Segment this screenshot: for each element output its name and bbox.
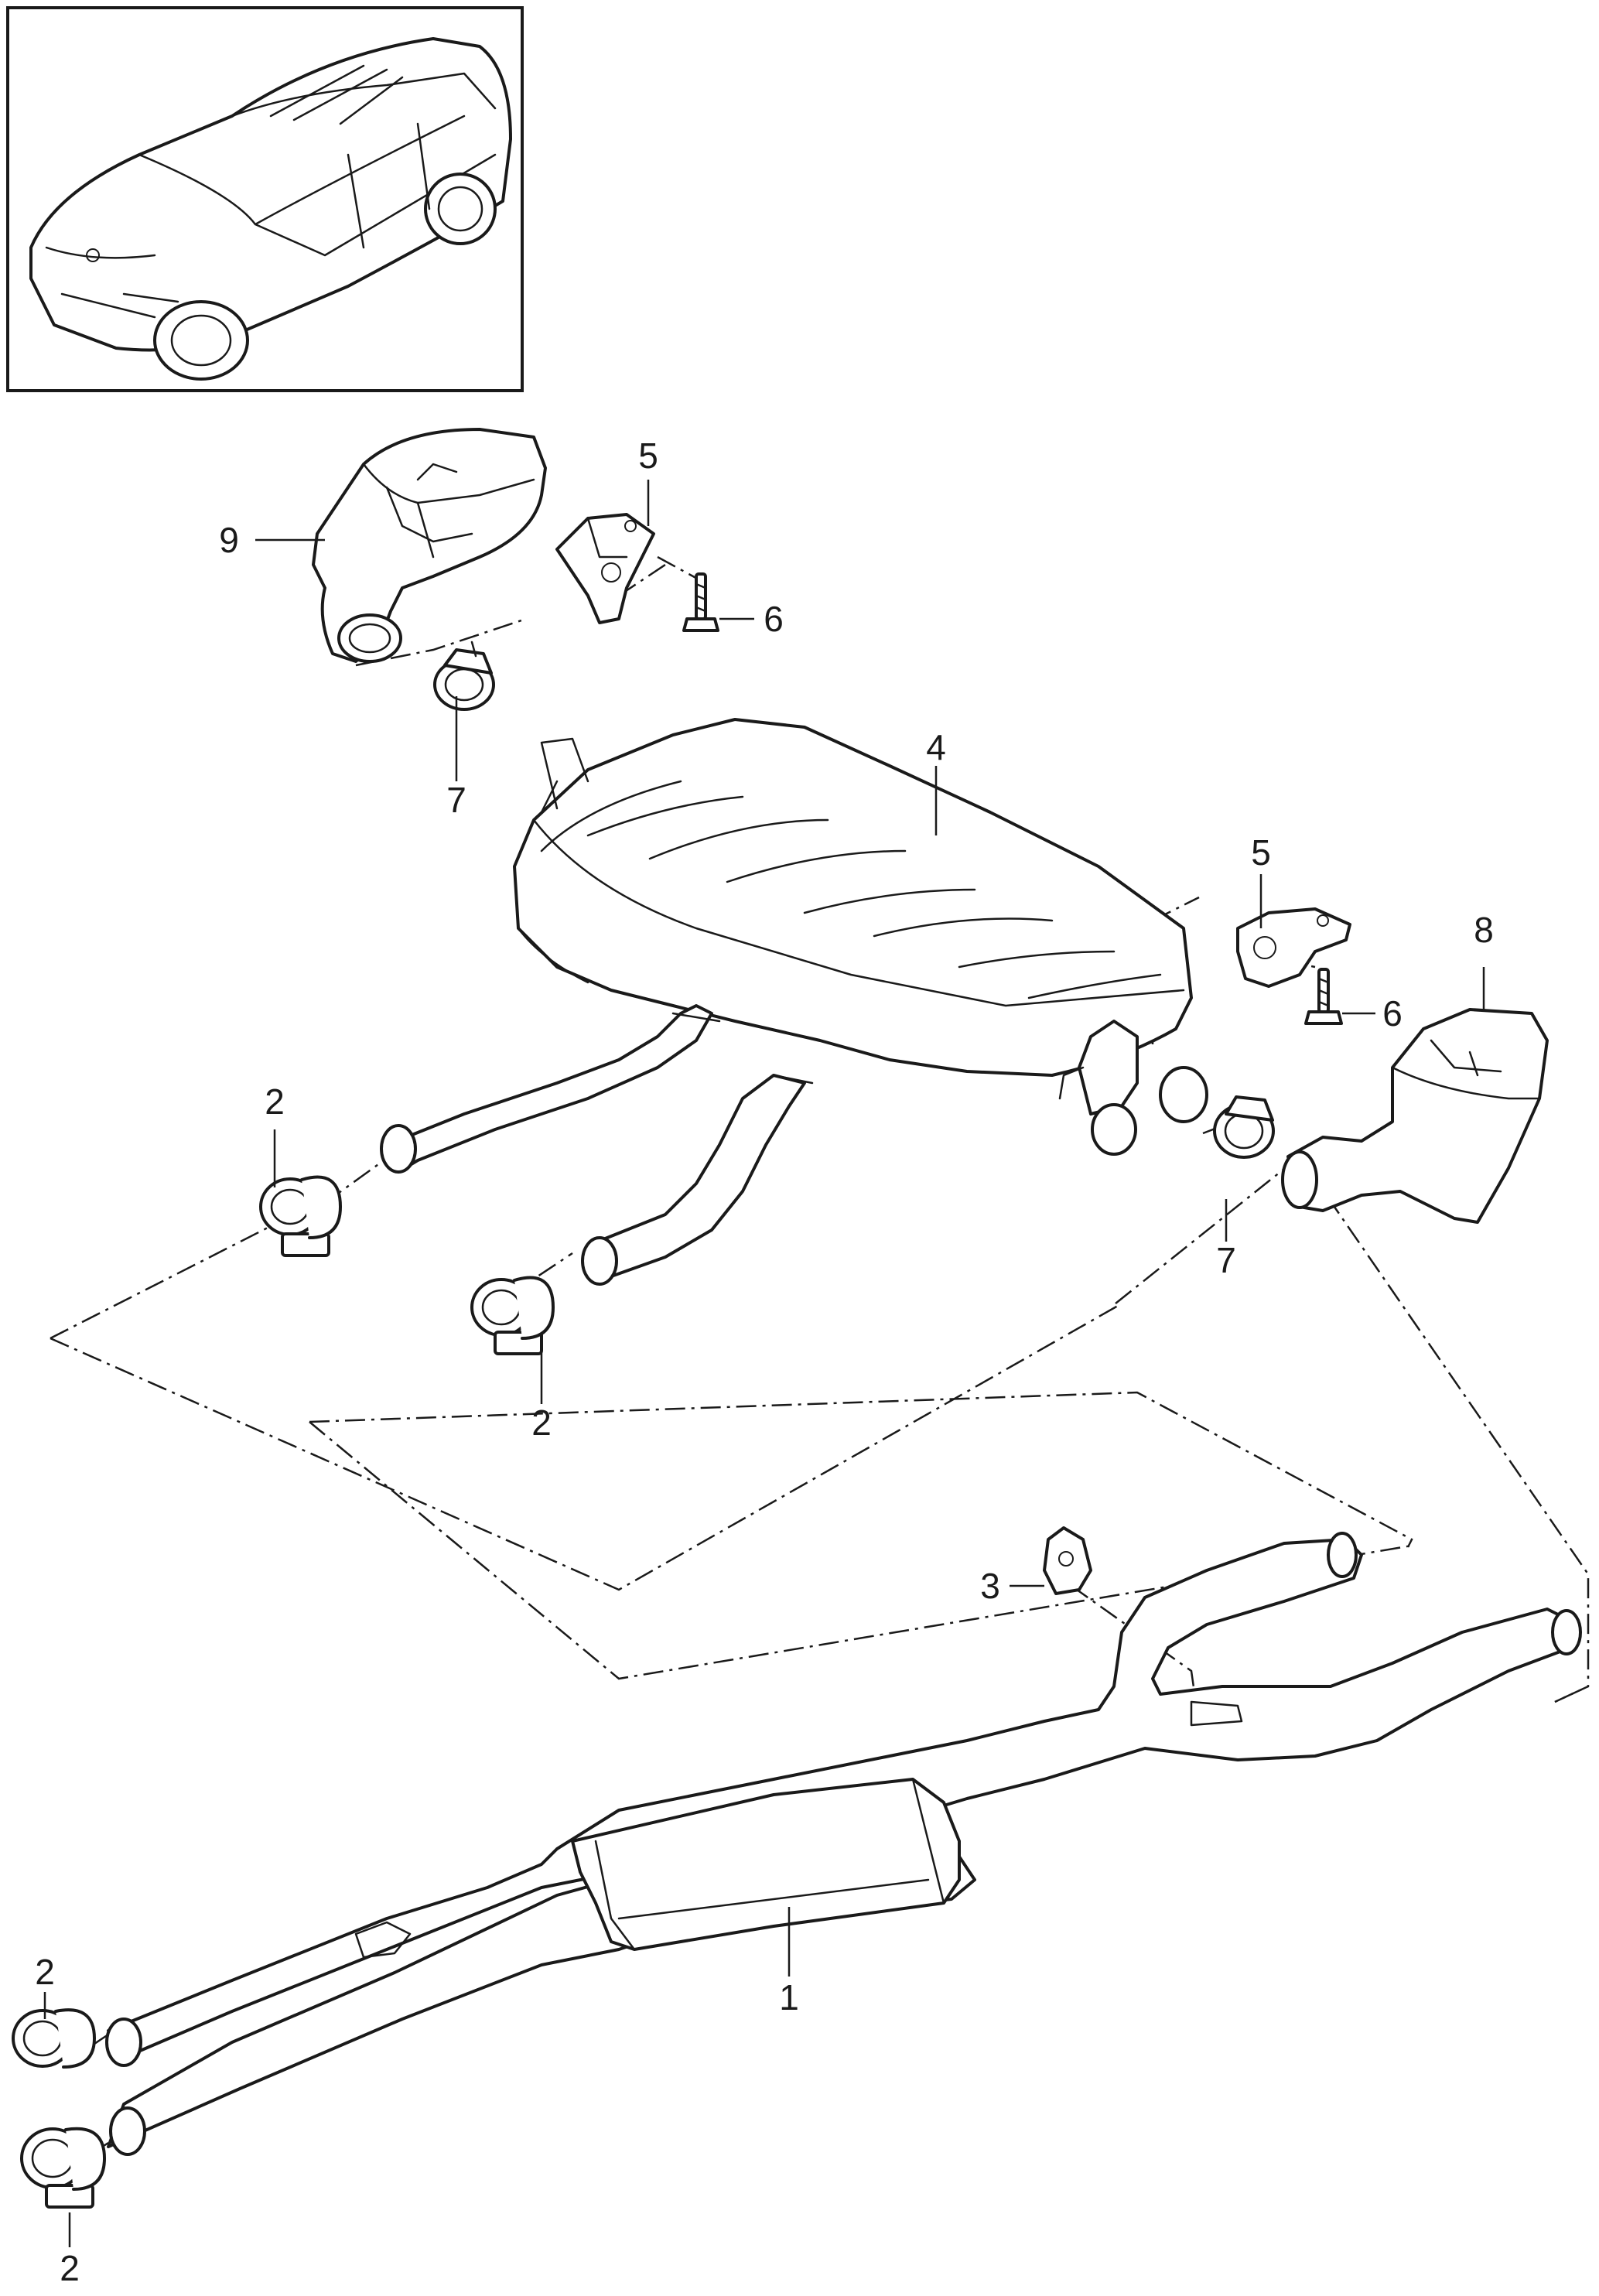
part-4-inlet-pipes <box>380 1004 814 1286</box>
callout-8: 8 <box>1474 910 1494 950</box>
part-8-right-tailpipe <box>1281 1008 1549 1224</box>
callout-2-c: 2 <box>35 1952 55 1992</box>
callout-2-a: 2 <box>265 1081 285 1122</box>
callout-4: 4 <box>926 727 946 767</box>
part-4-outlet-right <box>1058 1020 1208 1156</box>
callout-5-lower: 5 <box>1251 832 1271 873</box>
callout-5-upper: 5 <box>638 436 658 476</box>
callout-9: 9 <box>219 520 239 560</box>
callout-1: 1 <box>779 1977 799 2018</box>
callout-7-lower: 7 <box>1216 1240 1236 1280</box>
vehicle-illustration <box>29 37 512 381</box>
part-2-clamp-a <box>259 1175 342 1257</box>
leader-lines <box>43 480 1485 2247</box>
part-2-clamp-c <box>12 2008 96 2069</box>
part-2-clamp-b <box>470 1276 555 1355</box>
part-5-bracket-lower <box>1236 907 1351 988</box>
callout-6-upper: 6 <box>764 599 784 639</box>
part-9-left-tailpipe <box>312 428 547 663</box>
part-7-clamp-lower <box>1213 1095 1275 1159</box>
vehicle-thumbnail <box>6 6 524 392</box>
part-4-rear-silencer <box>513 718 1193 1077</box>
callout-7-upper: 7 <box>446 780 466 820</box>
part-5-bracket-upper <box>555 513 655 624</box>
callout-2-d: 2 <box>60 2248 80 2288</box>
part-1-front-muffler-pipe <box>105 1532 1582 2156</box>
part-7-clamp-upper <box>433 641 495 711</box>
part-6-bolt-lower <box>1304 968 1343 1025</box>
part-2-clamp-d <box>20 2127 106 2209</box>
part-6-bolt-upper <box>682 572 719 632</box>
callout-labels: 5 9 6 7 4 5 6 8 2 2 7 3 1 2 2 <box>35 436 1494 2288</box>
callout-3: 3 <box>980 1566 1000 1606</box>
part-3-rubber-mount <box>1043 1526 1092 1595</box>
callout-6-lower: 6 <box>1382 993 1403 1034</box>
callout-2-b: 2 <box>531 1403 552 1443</box>
